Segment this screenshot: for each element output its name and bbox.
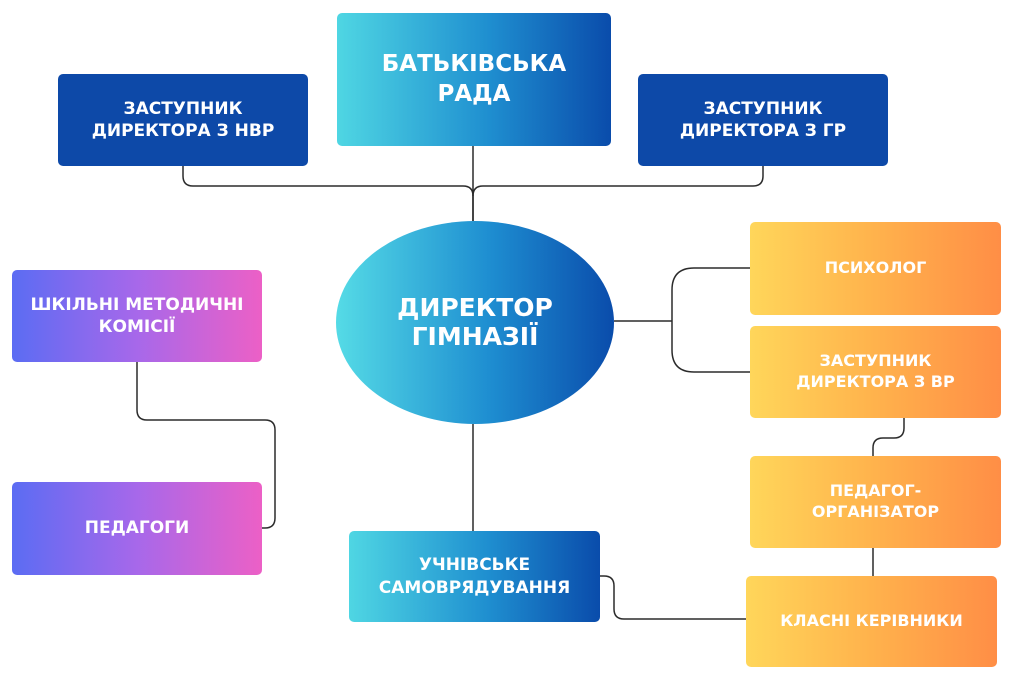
class-teachers-label: КЛАСНІ КЕРІВНИКИ [780, 611, 963, 631]
teachers-box: ПЕДАГОГИ [12, 482, 262, 575]
connector-deputy-nvr [182, 166, 474, 221]
teachers-label: ПЕДАГОГИ [84, 518, 190, 539]
psychologist-box: ПСИХОЛОГ [750, 222, 1001, 315]
class-teachers-box: КЛАСНІ КЕРІВНИКИ [746, 576, 997, 667]
deputy-gr-label: ЗАСТУПНИК ДИРЕКТОРА З ГР [679, 98, 847, 141]
deputy-vr-label: ЗАСТУПНИК ДИРЕКТОРА З ВР [796, 351, 955, 391]
deputy-gr-box: ЗАСТУПНИК ДИРЕКТОРА З ГР [638, 74, 888, 166]
parents-council-label: БАТЬКІВСЬКА РАДА [381, 50, 567, 107]
connector-deputy-vr [671, 321, 750, 373]
parents-council-box: БАТЬКІВСЬКА РАДА [337, 13, 611, 146]
pedagogue-organizer-box: ПЕДАГОГ- ОРГАНІЗАТОР [750, 456, 1001, 548]
connector-deputy-gr [472, 166, 764, 197]
deputy-nvr-label: ЗАСТУПНИК ДИРЕКТОРА З НВР [91, 98, 275, 141]
psychologist-label: ПСИХОЛОГ [824, 258, 927, 278]
connector-student-class-teachers [600, 575, 746, 620]
student-government-label: УЧНІВСЬКЕ САМОВРЯДУВАННЯ [378, 555, 571, 598]
pedagogue-organizer-label: ПЕДАГОГ- ОРГАНІЗАТОР [811, 481, 940, 521]
student-government-box: УЧНІВСЬКЕ САМОВРЯДУВАННЯ [349, 531, 600, 622]
method-commissions-box: ШКІЛЬНІ МЕТОДИЧНІ КОМІСІЇ [12, 270, 262, 362]
director-ellipse: ДИРЕКТОР ГІМНАЗІЇ [336, 221, 614, 424]
director-label: ДИРЕКТОР ГІМНАЗІЇ [397, 292, 553, 351]
deputy-vr-box: ЗАСТУПНИК ДИРЕКТОРА З ВР [750, 326, 1001, 418]
method-commissions-label: ШКІЛЬНІ МЕТОДИЧНІ КОМІСІЇ [30, 294, 244, 337]
connector-deputy-vr-organizer [872, 418, 905, 456]
deputy-nvr-box: ЗАСТУПНИК ДИРЕКТОРА З НВР [58, 74, 308, 166]
connector-psychologist [671, 267, 750, 321]
connector-commissions-teachers [136, 362, 276, 529]
